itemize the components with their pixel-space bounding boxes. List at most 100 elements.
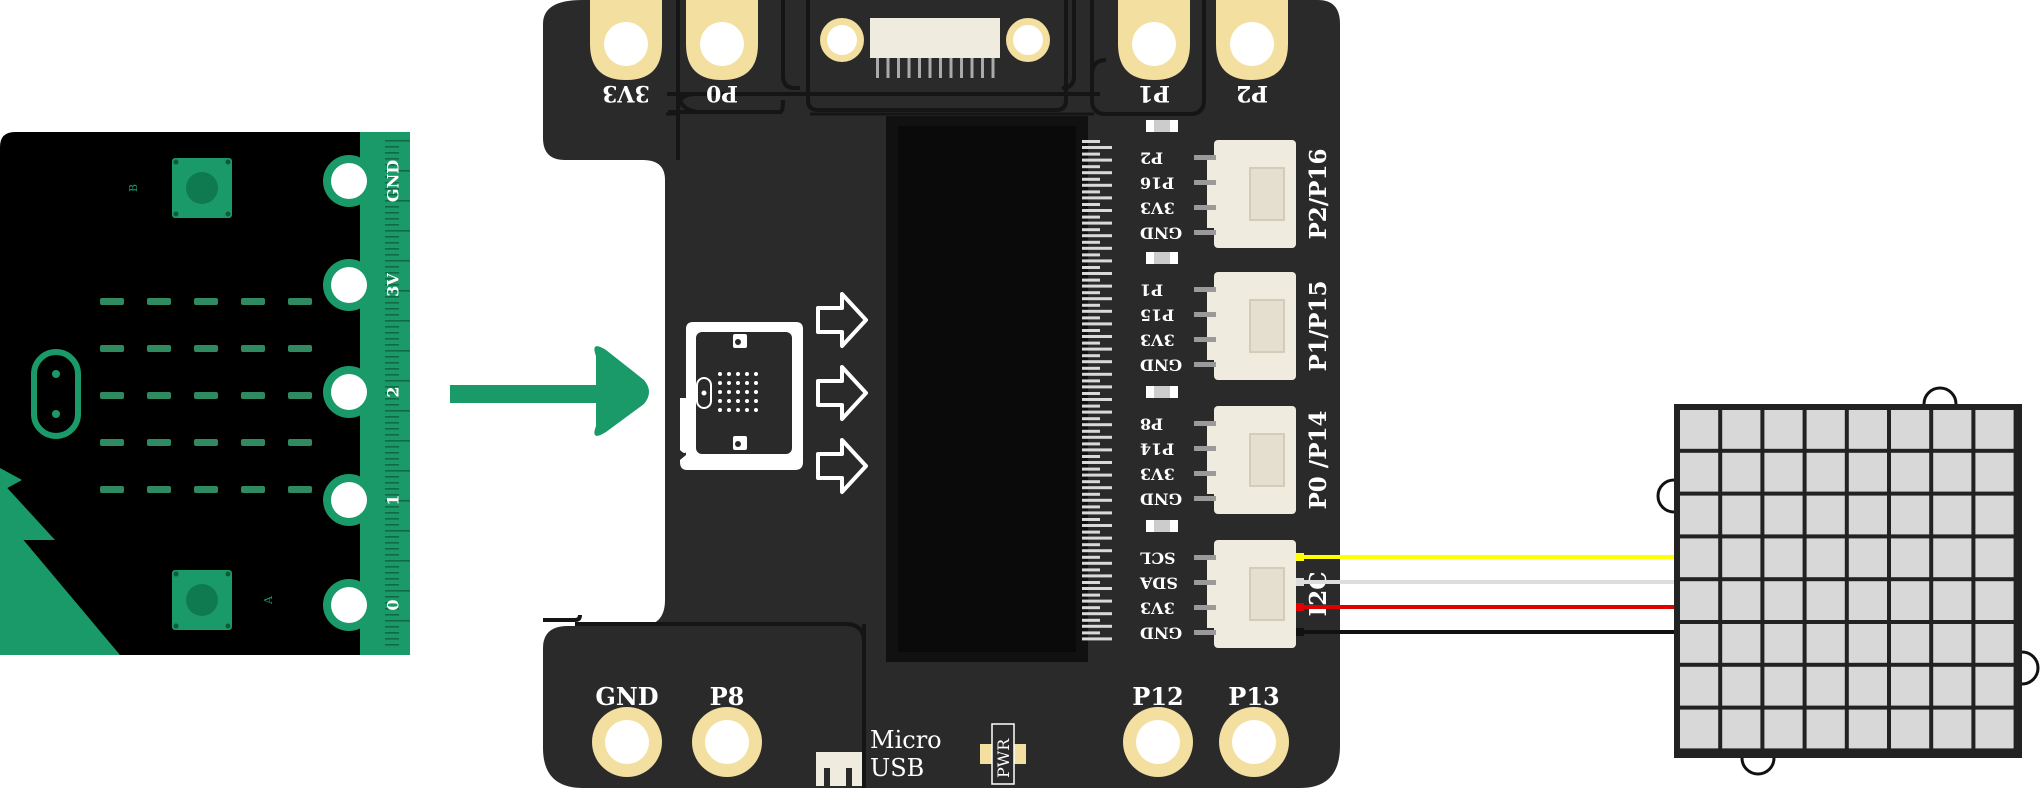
edge-tick (385, 350, 410, 352)
icon-led (718, 372, 722, 376)
led (288, 439, 312, 446)
edge-tick (385, 518, 399, 520)
matrix-cell (1975, 666, 2014, 706)
slot-pin (1082, 448, 1112, 452)
icon-led (745, 408, 749, 412)
icon-led (745, 372, 749, 376)
edge-tick (385, 212, 399, 214)
edge-tick (385, 446, 399, 448)
slot-pin (1082, 637, 1112, 641)
edge-pad-label: 2 (384, 386, 403, 397)
matrix-cell (1848, 495, 1887, 535)
matrix-cell (1764, 410, 1803, 449)
connector-name: P2/P16 (1305, 148, 1332, 239)
edge-tick (385, 284, 399, 286)
edge-tick (385, 488, 399, 490)
icon-led (736, 408, 740, 412)
slot-pin (1082, 568, 1100, 572)
matrix-cell (1891, 624, 1930, 663)
led-matrix-cells (1680, 410, 2014, 749)
led (288, 298, 312, 305)
slot-pin (1082, 316, 1100, 320)
matrix-cell (1933, 495, 1972, 535)
edge-tick (385, 644, 399, 646)
connector-pin-label: GND (1140, 224, 1182, 243)
connector-pin (1194, 312, 1216, 317)
connector-name: P0 /P14 (1305, 410, 1332, 509)
edge-tick (385, 608, 399, 610)
edge-tick (385, 638, 399, 640)
edge-tick (385, 278, 399, 280)
icon-led (718, 408, 722, 412)
matrix-cell (1933, 709, 1972, 749)
connector-pin (1194, 230, 1216, 235)
slot-pin (1082, 372, 1112, 376)
edge-tick (385, 236, 399, 238)
matrix-cell (1722, 538, 1761, 578)
edge-tick (385, 302, 399, 304)
connector-pin (1194, 471, 1216, 476)
microbit-button-b (172, 158, 232, 218)
edge-tick (385, 590, 410, 592)
slot-pin (1082, 486, 1112, 490)
slot-pin (1082, 291, 1100, 295)
slot-pin (1082, 253, 1100, 257)
slot-pin (1082, 429, 1100, 433)
slot-pin (1082, 599, 1112, 603)
slot-pin (1082, 385, 1112, 389)
bottom-pad-gnd (592, 707, 662, 777)
bottom-pad-label-p13: P13 (1228, 682, 1279, 711)
connector-pin-label: P14 (1140, 440, 1174, 459)
bottom-pad-p8 (692, 707, 762, 777)
edge-pad-hole (331, 482, 367, 518)
slot-pin (1082, 574, 1112, 578)
matrix-cell (1933, 581, 1972, 620)
edge-tick (385, 554, 399, 556)
slot-pin (1082, 435, 1112, 439)
slot-pin (1082, 455, 1100, 458)
led (288, 486, 312, 493)
icon-led (727, 399, 731, 403)
slot-pin (1082, 410, 1112, 414)
connector-pin (1194, 180, 1216, 185)
edge-tick (385, 152, 399, 154)
matrix-cell (1891, 452, 1930, 492)
slot-pin (1082, 417, 1100, 421)
matrix-cell (1764, 709, 1803, 749)
edge-tick (385, 440, 410, 442)
microbit-edge-ticks (385, 140, 410, 646)
led (241, 486, 265, 493)
ribbon-pin (918, 58, 921, 78)
slot-pin (1082, 631, 1100, 635)
edge-tick (385, 344, 399, 346)
connector-pin-label: P2 (1140, 149, 1163, 168)
icon-led (727, 408, 731, 412)
edge-tick (385, 578, 399, 580)
matrix-cell (1848, 709, 1887, 749)
matrix-cell (1764, 452, 1803, 492)
slot-pin (1082, 278, 1100, 282)
connector-pin (1194, 362, 1216, 367)
slot-pin (1082, 467, 1100, 471)
matrix-cell (1848, 624, 1887, 663)
edge-tick (385, 530, 410, 532)
connector-pin-label: SDA (1139, 574, 1177, 593)
edge-tick (385, 632, 399, 634)
slot-pin (1082, 518, 1100, 521)
slot-pin (1082, 505, 1100, 509)
edge-tick (385, 596, 399, 598)
slot-pin (1082, 190, 1100, 194)
matrix-cell (1891, 410, 1930, 449)
icon-led (727, 390, 731, 394)
slot-pin (1082, 335, 1112, 338)
edge-tick (385, 308, 399, 310)
led (147, 439, 171, 446)
led (194, 298, 218, 305)
matrix-cell (1891, 495, 1930, 535)
slot-pin (1082, 228, 1100, 232)
edge-tick (385, 266, 399, 268)
edge-tick (385, 470, 410, 472)
microbit-button-b-label: B (127, 184, 140, 192)
